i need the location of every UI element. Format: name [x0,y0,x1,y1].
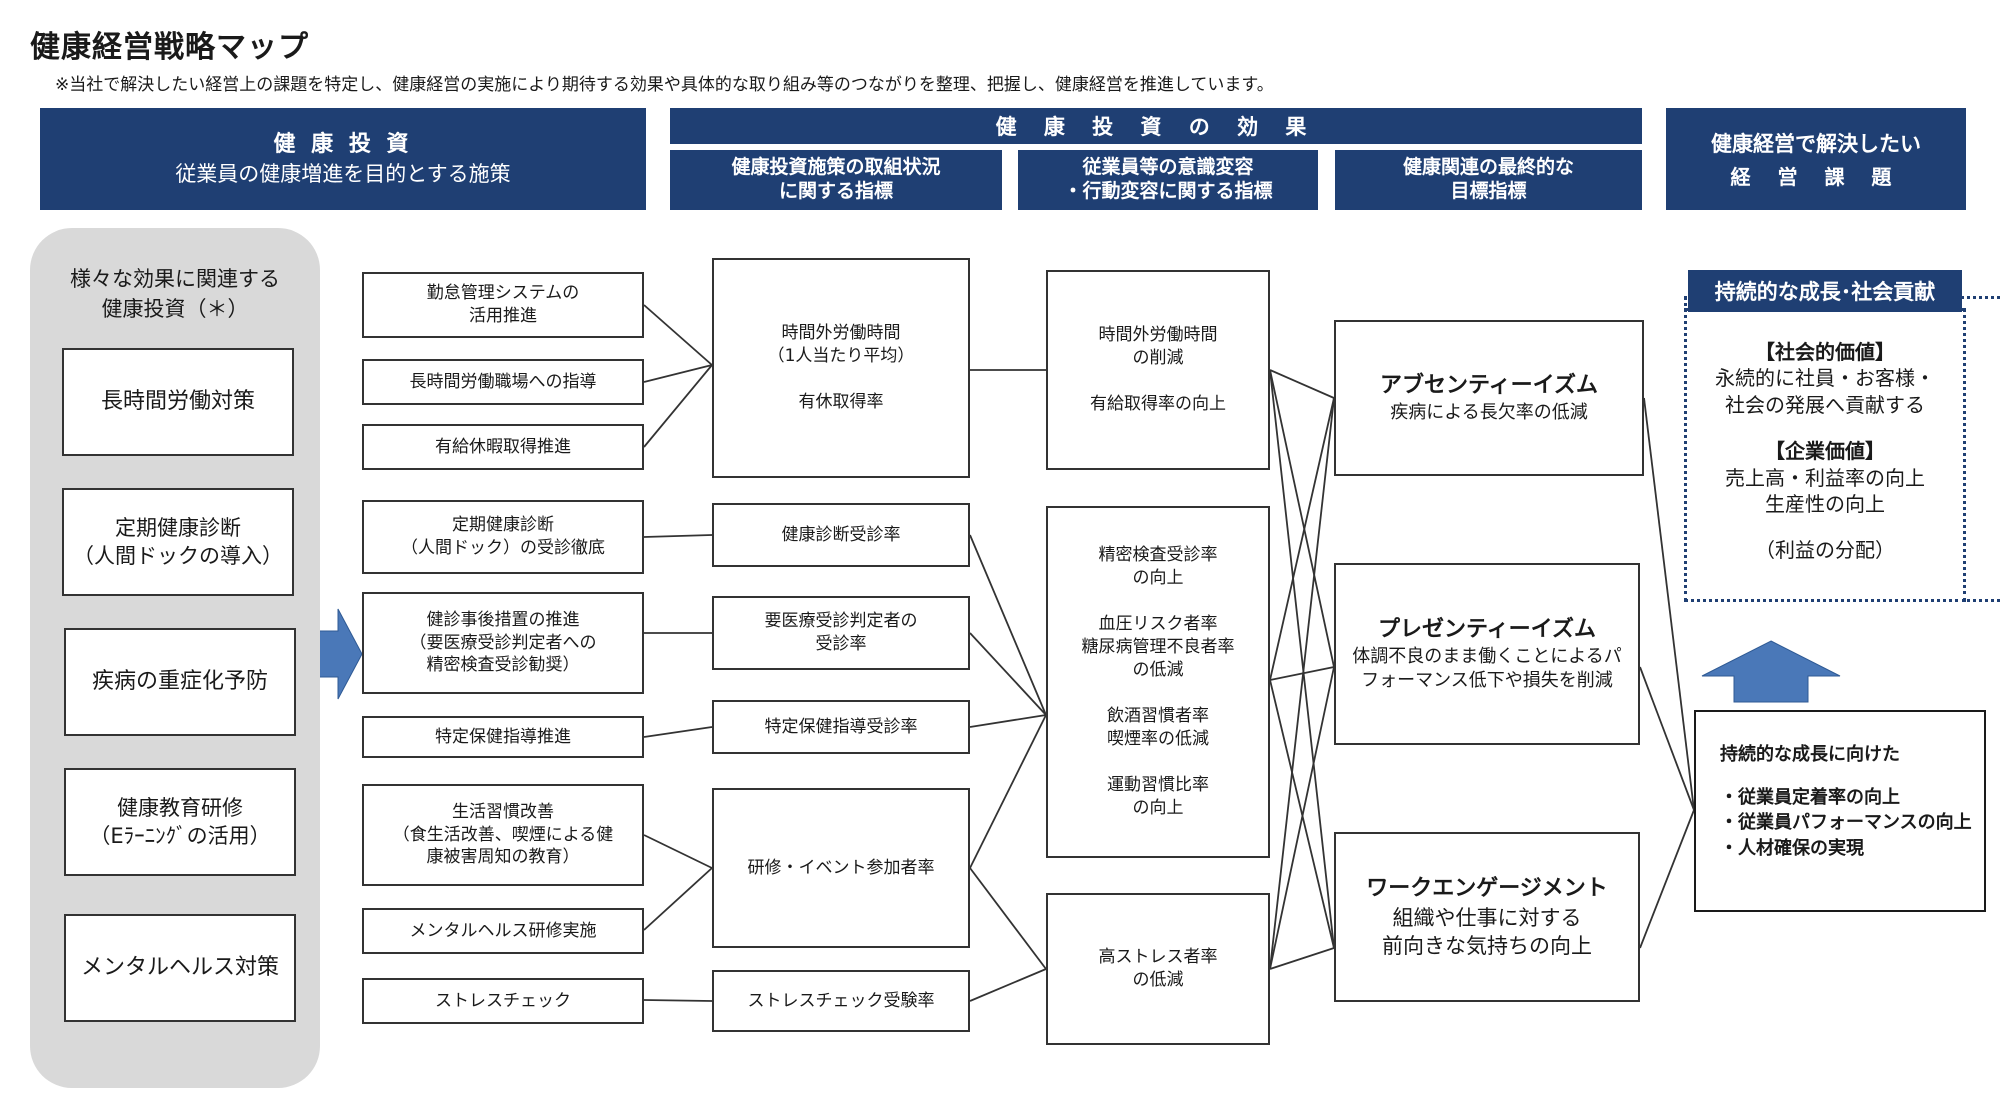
measure-specific-guidance: 特定保健指導推進 [362,716,644,758]
measure-mental-training-label: メンタルヘルス研修実施 [409,920,597,941]
header-sub-goals-line2: 目標指標 [1450,180,1527,202]
investment-long-hours: 長時間労働対策 [62,348,294,456]
indicator-specific-guidance-label: 特定保健指導受診率 [764,716,918,737]
behavior-stress-label: 高ストレス者率 の低減 [1098,947,1218,990]
goal-presenteeism-desc: 体調不良のまま働くことによるパ フォーマンス低下や損失を削減 [1352,645,1622,691]
behavior-health-risk-label: 精密検査受診率 の向上 血圧リスク者率 糖尿病管理不良者率 の低減 飲酒習慣者率… [1081,545,1235,818]
header-sub-initiatives-line2: に関する指標 [778,180,893,202]
measure-paid-leave: 有給休暇取得推進 [362,424,644,470]
measure-mental-training: メンタルヘルス研修実施 [362,908,644,954]
header-sub-behavior-line2: ・行動変容に関する指標 [1063,180,1273,202]
header-investment-title: 健 康 投 資 [273,131,413,157]
indicator-overtime: 時間外労働時間 （1人当たり平均） 有休取得率 [712,258,970,478]
header-investment: 健 康 投 資 従業員の健康増進を目的とする施策 [40,108,646,210]
investment-disease-prevention-label: 疾病の重症化予防 [91,669,268,695]
investment-mental-health-label: メンタルヘルス対策 [80,955,279,981]
goal-engagement-title: ワークエンゲージメント [1366,875,1608,901]
measure-post-checkup: 健診事後措置の推進 （要医療受診判定者への 精密検査受診勧奨） [362,592,644,694]
social-value-text: 永続的に社員・お客様・ 社会の発展へ貢献する [1715,366,1935,417]
profit-distribution: （利益の分配） [1755,538,1895,563]
goal-engagement: ワークエンゲージメント 組織や仕事に対する 前向きな気持ちの向上 [1334,832,1640,1002]
measure-long-hours-guidance: 長時間労働職場への指導 [362,359,644,405]
investment-long-hours-label: 長時間労働対策 [100,389,255,415]
behavior-health-risk: 精密検査受診率 の向上 血圧リスク者率 糖尿病管理不良者率 の低減 飲酒習慣者率… [1046,506,1270,858]
header-sub-goals: 健康関連の最終的な 目標指標 [1335,150,1642,210]
indicator-specific-guidance: 特定保健指導受診率 [712,700,970,754]
indicator-medical-referral-label: 要医療受診判定者の 受診率 [764,611,918,654]
header-effect: 健 康 投 資 の 効 果 [670,108,1642,144]
investment-health-checkup-label: 定期健康診断 （人間ドックの導入） [73,515,283,568]
goal-absenteeism: アブセンティーイズム 疾病による長欠率の低減 [1334,320,1644,476]
corporate-value-title: 【企業価値】 [1765,439,1885,464]
measure-post-checkup-label: 健診事後措置の推進 （要医療受診判定者への 精密検査受診勧奨） [409,609,597,676]
measure-attendance-system: 勤怠管理システムの 活用推進 [362,272,644,338]
up-arrow-icon [1701,640,1841,703]
growth-title: 持続的な成長に向けた [1720,744,1900,765]
sustainable-growth-tag: 持続的な成長･社会貢献 [1688,270,1962,312]
measure-lifestyle-label: 生活習慣改善 （食生活改善、喫煙による健 康被害周知の教育） [392,801,614,868]
measure-stress-check: ストレスチェック [362,978,644,1024]
goal-absenteeism-desc: 疾病による長欠率の低減 [1390,401,1588,423]
header-sub-goals-line1: 健康関連の最終的な [1402,156,1574,179]
page-title: 健康経営戦略マップ [30,30,309,65]
header-sub-initiatives: 健康投資施策の取組状況 に関する指標 [670,150,1002,210]
indicator-overtime-label: 時間外労働時間 （1人当たり平均） 有休取得率 [767,323,915,412]
investment-panel-title-line2: 健康投資（＊） [101,297,249,322]
measure-stress-check-label: ストレスチェック [435,990,571,1011]
goal-absenteeism-title: アブセンティーイズム [1379,373,1599,398]
investment-health-checkup: 定期健康診断 （人間ドックの導入） [62,488,294,596]
goal-presenteeism-title: プレゼンティーイズム [1377,616,1597,642]
behavior-overtime: 時間外労働時間 の削減 有給取得率の向上 [1046,270,1270,470]
goal-engagement-desc: 組織や仕事に対する 前向きな気持ちの向上 [1382,905,1592,958]
measure-checkup-thorough: 定期健康診断 （人間ドック）の受診徹底 [362,500,644,574]
header-sub-behavior: 従業員等の意識変容 ・行動変容に関する指標 [1018,150,1318,210]
indicator-checkup-rate: 健康診断受診率 [712,503,970,567]
investment-mental-health: メンタルヘルス対策 [64,914,296,1022]
behavior-overtime-label: 時間外労働時間 の削減 有給取得率の向上 [1090,325,1226,414]
indicator-stress-check-rate: ストレスチェック受験率 [712,970,970,1032]
measure-attendance-system-label: 勤怠管理システムの 活用推進 [426,283,580,326]
measure-lifestyle: 生活習慣改善 （食生活改善、喫煙による健 康被害周知の教育） [362,784,644,886]
page-subtitle: ※当社で解決したい経営上の課題を特定し、健康経営の実施により期待する効果や具体的… [55,75,1274,95]
investment-panel-title-line1: 様々な効果に関連する [70,267,280,291]
header-investment-desc: 従業員の健康増進を目的とする施策 [175,161,511,186]
value-box-content: 【社会的価値】 永続的に社員・お客様・ 社会の発展へ貢献する 【企業価値】 売上… [1684,308,1966,602]
investment-panel-title: 様々な効果に関連する 健康投資（＊） [30,264,320,325]
goal-presenteeism: プレゼンティーイズム 体調不良のまま働くことによるパ フォーマンス低下や損失を削… [1334,563,1640,745]
header-issues: 健康経営で解決したい 経 営 課 題 [1666,108,1966,210]
header-issues-line1: 健康経営で解決したい [1711,131,1921,156]
investment-health-education: 健康教育研修 （Eﾗｰﾆﾝｸﾞの活用） [64,768,296,876]
social-value-title: 【社会的価値】 [1755,340,1895,364]
indicator-training-participation: 研修・イベント参加者率 [712,788,970,948]
indicator-training-participation-label: 研修・イベント参加者率 [747,857,935,878]
growth-items: ・従業員定着率の向上 ・従業員パフォーマンスの向上 ・人材確保の実現 [1720,787,1972,859]
behavior-stress: 高ストレス者率 の低減 [1046,893,1270,1045]
measure-paid-leave-label: 有給休暇取得推進 [435,436,571,457]
header-effect-label: 健 康 投 資 の 効 果 [995,115,1317,139]
header-sub-behavior-line1: 従業員等の意識変容 [1082,156,1254,179]
header-sub-initiatives-line1: 健康投資施策の取組状況 [731,156,941,179]
growth-box: 持続的な成長に向けた ・従業員定着率の向上 ・従業員パフォーマンスの向上 ・人材… [1694,710,1986,912]
indicator-medical-referral: 要医療受診判定者の 受診率 [712,596,970,670]
investment-health-education-label: 健康教育研修 （Eﾗｰﾆﾝｸﾞの活用） [89,795,271,848]
header-issues-line2: 経 営 課 題 [1730,165,1902,190]
indicator-stress-check-rate-label: ストレスチェック受験率 [747,990,935,1011]
corporate-value-text: 売上高・利益率の向上 生産性の向上 [1725,465,1925,516]
measure-specific-guidance-label: 特定保健指導推進 [435,726,571,747]
right-arrow-icon [315,608,363,700]
investment-disease-prevention: 疾病の重症化予防 [64,628,296,736]
indicator-checkup-rate-label: 健康診断受診率 [781,524,901,545]
measure-checkup-thorough-label: 定期健康診断 （人間ドック）の受診徹底 [401,515,605,558]
measure-long-hours-guidance-label: 長時間労働職場への指導 [409,371,597,392]
